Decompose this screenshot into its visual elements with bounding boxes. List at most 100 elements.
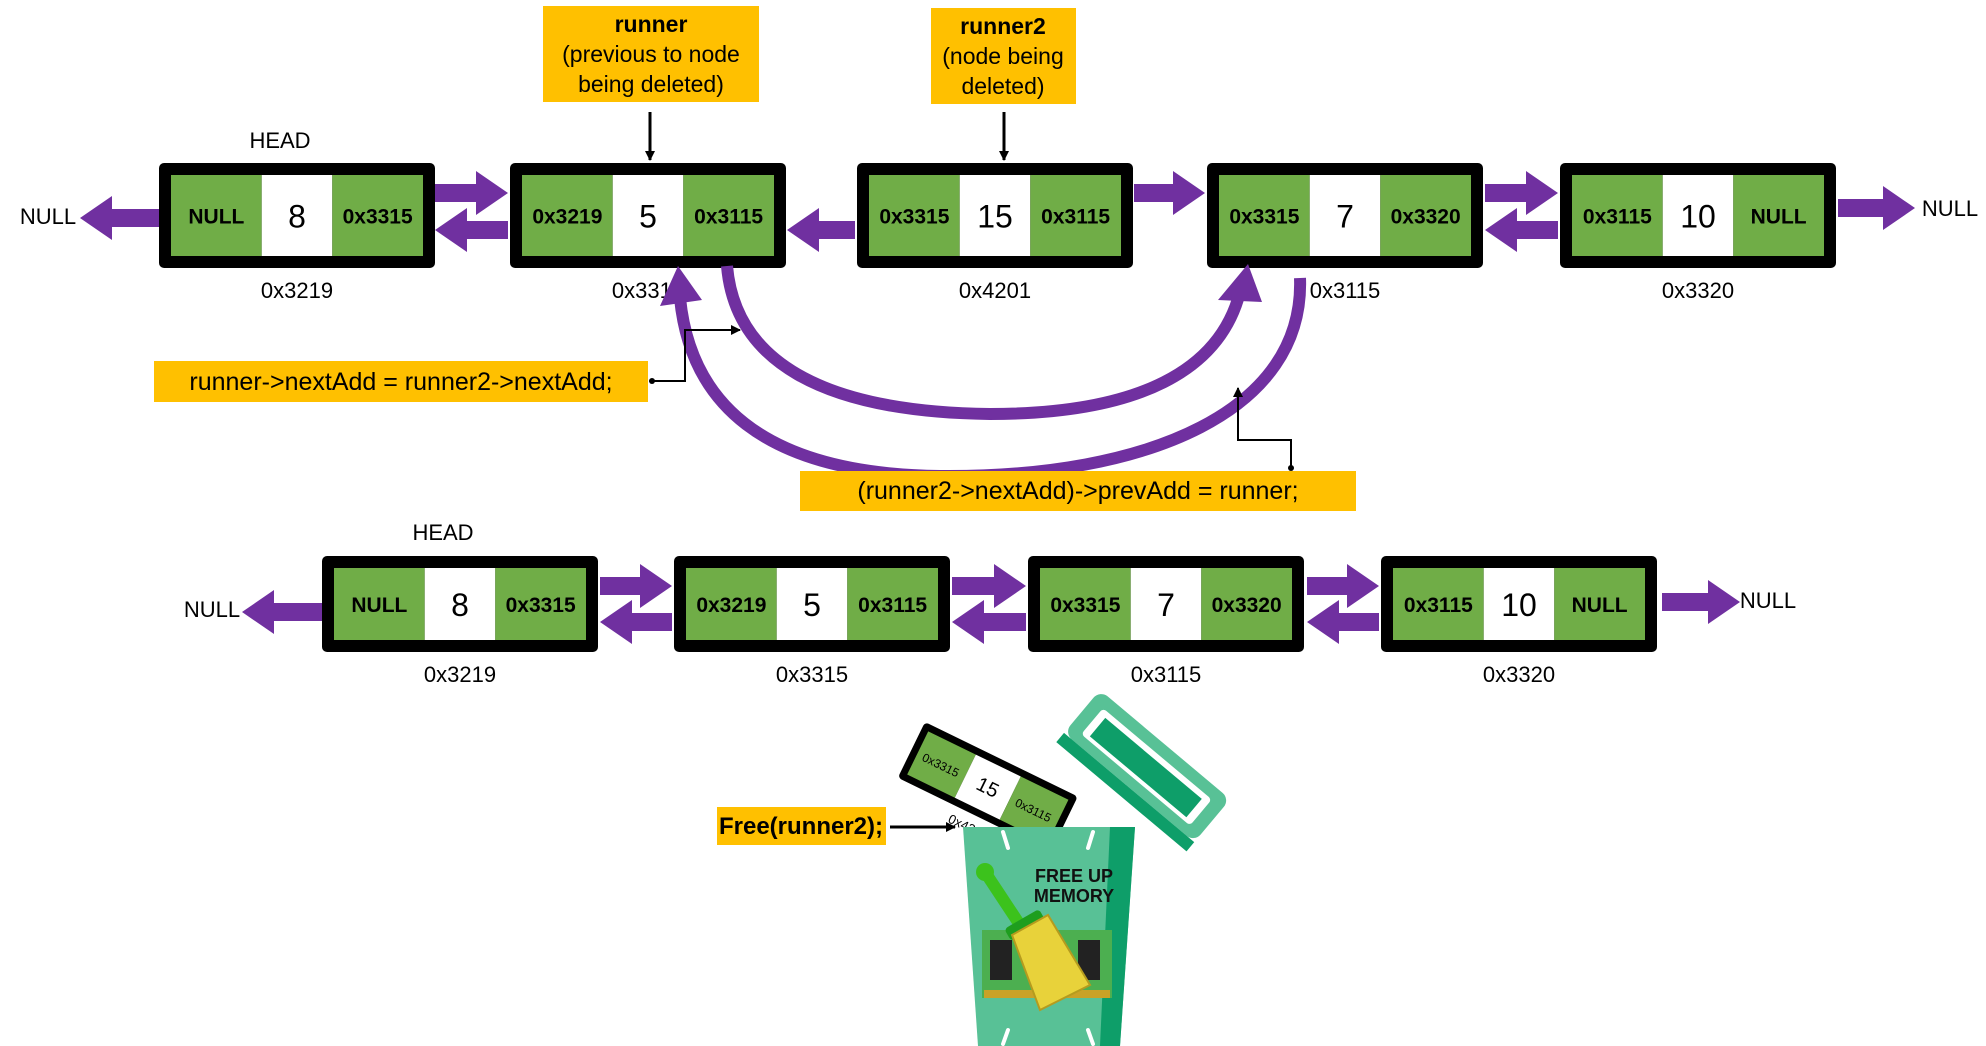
node-prev-pointer: 0x3219 bbox=[696, 594, 766, 617]
node-value: 8 bbox=[451, 587, 469, 623]
prev-link-arrow bbox=[435, 208, 508, 252]
node-prev-cell bbox=[1393, 568, 1484, 640]
next-relink-arrowhead bbox=[1218, 264, 1262, 302]
node-address: 0x3219 bbox=[261, 278, 333, 303]
trash-label-line2: MEMORY bbox=[1034, 886, 1114, 906]
code-step2-text: (runner2->nextAdd)->prevAdd = runner; bbox=[857, 477, 1298, 505]
next-link-arrow bbox=[600, 564, 672, 608]
runner2-callout: runner2 (node being deleted) bbox=[931, 8, 1076, 161]
node-next-cell bbox=[332, 175, 423, 256]
code-step2-callout: (runner2->nextAdd)->prevAdd = runner; bbox=[800, 387, 1356, 511]
trash-notch bbox=[1086, 1028, 1095, 1046]
runner2-callout-title: runner2 bbox=[960, 13, 1046, 39]
null-left-arrow bbox=[242, 590, 322, 634]
null-left-arrow bbox=[80, 196, 159, 240]
node-value-cell bbox=[1483, 568, 1555, 640]
node-next-cell bbox=[1030, 175, 1121, 256]
code-step2-box bbox=[800, 471, 1356, 511]
runner-callout-line2: being deleted) bbox=[578, 71, 724, 97]
node-next-pointer: 0x3115 bbox=[694, 206, 763, 229]
node-address: 0x3115 bbox=[1131, 662, 1202, 687]
node-next-cell bbox=[1733, 175, 1824, 256]
trash-notch bbox=[1086, 830, 1095, 850]
code-step3-callout: Free(runner2); bbox=[717, 807, 956, 845]
null-right-arrow bbox=[1662, 580, 1740, 624]
trash-label-line1: FREE UP bbox=[1035, 866, 1113, 886]
code-step1-box bbox=[154, 361, 648, 402]
next-link-arrow bbox=[1134, 171, 1205, 215]
node-prev-pointer: 0x3315 bbox=[1050, 594, 1120, 617]
node-prev-cell bbox=[686, 568, 777, 640]
node-next-pointer: NULL bbox=[1572, 594, 1628, 617]
node-prev-cell bbox=[1040, 568, 1131, 640]
next-link-arrow bbox=[1307, 564, 1379, 608]
code-step3-box bbox=[717, 807, 886, 845]
node-address: 0x3320 bbox=[1483, 662, 1555, 687]
node-prev-cell bbox=[869, 175, 960, 256]
code-step1-connector bbox=[652, 325, 741, 382]
trash-lid bbox=[1056, 694, 1227, 852]
after-link-arrows bbox=[242, 564, 1740, 644]
freed-node-prev-cell bbox=[907, 731, 976, 798]
prev-relink-arrowhead bbox=[660, 266, 702, 306]
node-address: 0x3320 bbox=[1662, 278, 1734, 303]
node-prev-pointer: NULL bbox=[351, 594, 407, 617]
node-prev-pointer: 0x3315 bbox=[879, 206, 949, 229]
runner-callout-box bbox=[543, 6, 759, 102]
before-link-arrows bbox=[80, 171, 1915, 252]
node-prev-pointer: 0x3315 bbox=[1229, 206, 1299, 229]
code-step3-text: Free(runner2); bbox=[719, 813, 883, 840]
node-next-pointer: 0x3320 bbox=[1212, 594, 1282, 617]
prev-link-arrow bbox=[1485, 208, 1558, 252]
runner-callout: runner (previous to node being deleted) bbox=[543, 6, 759, 161]
node-value-cell bbox=[612, 175, 684, 256]
node-prev-cell bbox=[171, 175, 262, 256]
node-next-cell bbox=[1380, 175, 1471, 256]
after-right-null: NULL bbox=[1740, 588, 1796, 613]
node-next-cell bbox=[495, 568, 586, 640]
node-prev-pointer: 0x3115 bbox=[1583, 206, 1652, 229]
next-link-arrow bbox=[435, 171, 508, 215]
node-value-cell bbox=[1309, 175, 1381, 256]
node-value-cell bbox=[424, 568, 496, 640]
before-head-label: HEAD bbox=[249, 128, 310, 153]
node-value: 5 bbox=[803, 587, 821, 623]
code-step1-text: runner->nextAdd = runner2->nextAdd; bbox=[189, 368, 612, 396]
node-value: 7 bbox=[1157, 587, 1175, 623]
trash-notch bbox=[1001, 830, 1010, 850]
node-address: 0x4201 bbox=[959, 278, 1031, 303]
node-prev-cell bbox=[1572, 175, 1663, 256]
node-next-pointer: 0x3115 bbox=[1041, 206, 1110, 229]
node-prev-cell bbox=[1219, 175, 1310, 256]
code-step1-callout: runner->nextAdd = runner2->nextAdd; bbox=[154, 325, 741, 402]
freed-node-next-cell bbox=[999, 776, 1069, 843]
null-right-arrow bbox=[1838, 186, 1915, 230]
prev-link-arrow bbox=[952, 600, 1026, 644]
before-right-null: NULL bbox=[1922, 196, 1978, 221]
before-left-null: NULL bbox=[20, 204, 76, 229]
node-prev-pointer: NULL bbox=[188, 206, 244, 229]
node-value-cell bbox=[959, 175, 1031, 256]
node-value: 5 bbox=[639, 199, 657, 235]
node-next-pointer: 0x3320 bbox=[1391, 206, 1461, 229]
prev-link-arrow bbox=[600, 600, 672, 644]
node-next-cell bbox=[1554, 568, 1645, 640]
node-next-cell bbox=[1201, 568, 1292, 640]
node-value-cell bbox=[1662, 175, 1734, 256]
runner2-callout-line1: (node being bbox=[942, 43, 1064, 69]
runner2-callout-line2: deleted) bbox=[961, 73, 1044, 99]
prev-link-arrow bbox=[787, 208, 855, 252]
trash-notch bbox=[1001, 1028, 1010, 1046]
node-value: 10 bbox=[1680, 199, 1716, 235]
node-address: 0x3315 bbox=[776, 662, 848, 687]
after-node: 0x3315 7 0x3320 0x3115 bbox=[1028, 556, 1304, 687]
